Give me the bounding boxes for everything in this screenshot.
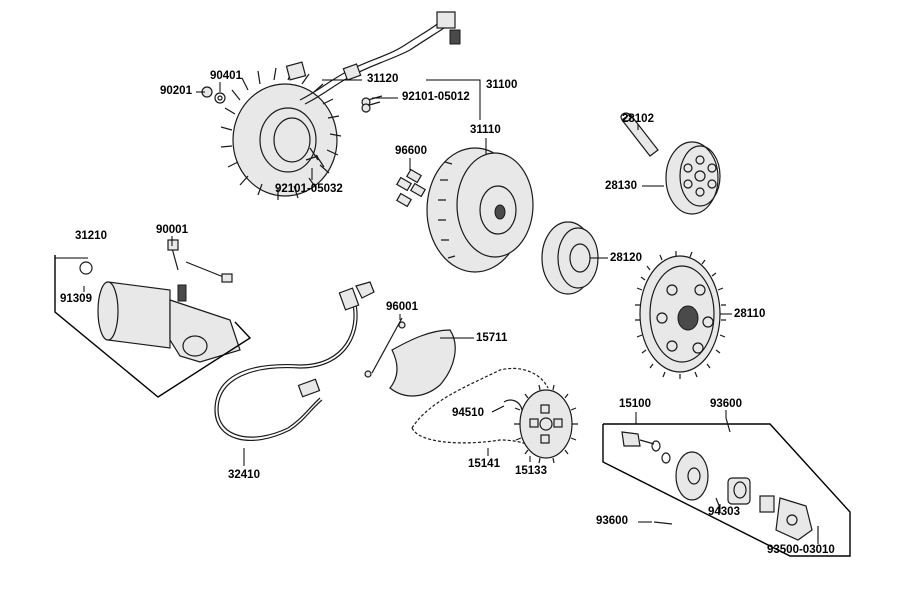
label-93500-03010: 93500-03010 bbox=[767, 544, 835, 556]
cam-sprocket bbox=[514, 384, 578, 464]
label-28102: 28102 bbox=[622, 113, 654, 125]
flywheel-rotor bbox=[426, 147, 534, 273]
washer-bolt bbox=[201, 86, 226, 104]
chain-guide-plate bbox=[364, 317, 456, 397]
idle-gear bbox=[665, 141, 721, 215]
label-91309: 91309 bbox=[60, 293, 92, 305]
idle-gear-shaft bbox=[620, 112, 659, 157]
label-28130: 28130 bbox=[605, 180, 637, 192]
label-15133: 15133 bbox=[515, 465, 547, 477]
label-15100: 15100 bbox=[619, 398, 651, 410]
starter-cable bbox=[214, 281, 375, 441]
label-90401: 90401 bbox=[210, 70, 242, 82]
label-32410: 32410 bbox=[228, 469, 260, 481]
label-28110: 28110 bbox=[734, 308, 766, 320]
label-96600: 96600 bbox=[395, 145, 427, 157]
starter-group-frame bbox=[54, 255, 252, 398]
label-31210: 31210 bbox=[75, 230, 107, 242]
label-15141: 15141 bbox=[468, 458, 500, 470]
label-92101-05032: 92101-05032 bbox=[275, 183, 343, 195]
flywheel-bolts bbox=[395, 168, 427, 208]
label-31110: 31110 bbox=[470, 124, 501, 136]
starter-motor bbox=[79, 261, 241, 363]
label-90001: 90001 bbox=[156, 224, 188, 236]
label-92101-05012: 92101-05012 bbox=[402, 91, 470, 103]
label-94510: 94510 bbox=[452, 407, 484, 419]
label-93600-upper: 93600 bbox=[710, 398, 742, 410]
label-96001: 96001 bbox=[386, 301, 418, 313]
sprocket-clip bbox=[503, 399, 523, 411]
starter-bolts bbox=[167, 239, 233, 283]
tensioner-group-frame bbox=[602, 423, 851, 557]
starter-clutch bbox=[541, 221, 599, 295]
tensioner-bolts bbox=[653, 417, 819, 540]
label-93600-lower: 93600 bbox=[596, 515, 628, 527]
label-90201: 90201 bbox=[160, 85, 192, 97]
leader-lines bbox=[55, 79, 819, 544]
label-31120: 31120 bbox=[367, 73, 399, 85]
starter-driven-gear bbox=[635, 251, 726, 379]
stator-coil bbox=[220, 67, 342, 200]
label-94303: 94303 bbox=[708, 506, 740, 518]
tensioner-assembly bbox=[621, 431, 813, 541]
label-31100: 31100 bbox=[486, 79, 518, 91]
stator-wiring-harness bbox=[285, 11, 461, 105]
label-28120: 28120 bbox=[610, 252, 642, 264]
label-15711: 15711 bbox=[476, 332, 508, 344]
